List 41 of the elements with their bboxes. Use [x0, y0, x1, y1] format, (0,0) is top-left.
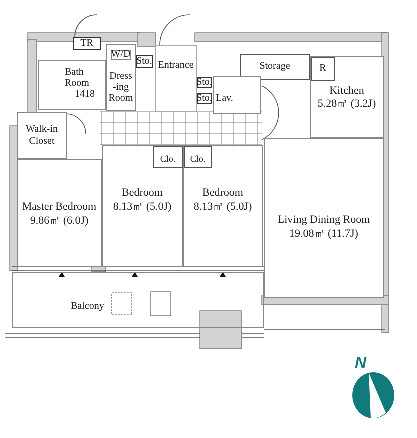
room-area	[12, 272, 264, 328]
room-label: 8.13㎡ (5.0J)	[194, 200, 252, 214]
room-area	[73, 37, 101, 50]
room-label: TR	[80, 38, 94, 48]
room-area	[155, 45, 197, 112]
room-label: W/D	[111, 50, 131, 60]
room-area	[102, 145, 183, 267]
room-label: Bedroom	[122, 186, 163, 200]
room-area	[38, 60, 106, 110]
room-area	[17, 159, 102, 267]
room-label: R	[320, 64, 326, 74]
room-area	[240, 54, 310, 80]
room-area	[184, 146, 212, 168]
room-label: 19.08㎡ (11.7J)	[290, 227, 358, 241]
north-label: N	[355, 354, 367, 374]
room-label: Clo.	[190, 155, 206, 164]
room-label: Clo.	[160, 155, 176, 164]
room-label: Entrance	[158, 59, 194, 73]
room-area	[17, 112, 67, 159]
room-area	[310, 56, 384, 138]
room-area	[264, 138, 384, 298]
room-label: 1418	[75, 89, 95, 100]
room-area	[183, 145, 263, 267]
room-label: Balcony	[71, 300, 104, 314]
room-area	[153, 146, 183, 168]
room-area	[106, 44, 136, 111]
room-label: Bedroom	[202, 186, 244, 200]
room-label: 8.13㎡ (5.0J)	[113, 200, 172, 214]
room-label: Kitchen	[330, 85, 364, 98]
room-area	[213, 76, 261, 114]
room-label: 9.86㎡ (6.0J)	[30, 214, 89, 228]
room-label: 5.28㎡ (3.2J)	[318, 98, 376, 111]
room-label: Bath Room	[65, 67, 90, 89]
room-label: Walk-in Closet	[25, 124, 59, 148]
room-label: Sto.	[136, 56, 152, 66]
room-label: Storage	[260, 62, 290, 72]
room-area	[311, 57, 335, 81]
room-label: Living Dining Room	[278, 213, 370, 227]
room-label: Lav.	[216, 92, 234, 106]
room-label: Master Bedroom	[22, 200, 97, 214]
room-label: Dress -ing Room	[108, 71, 134, 104]
